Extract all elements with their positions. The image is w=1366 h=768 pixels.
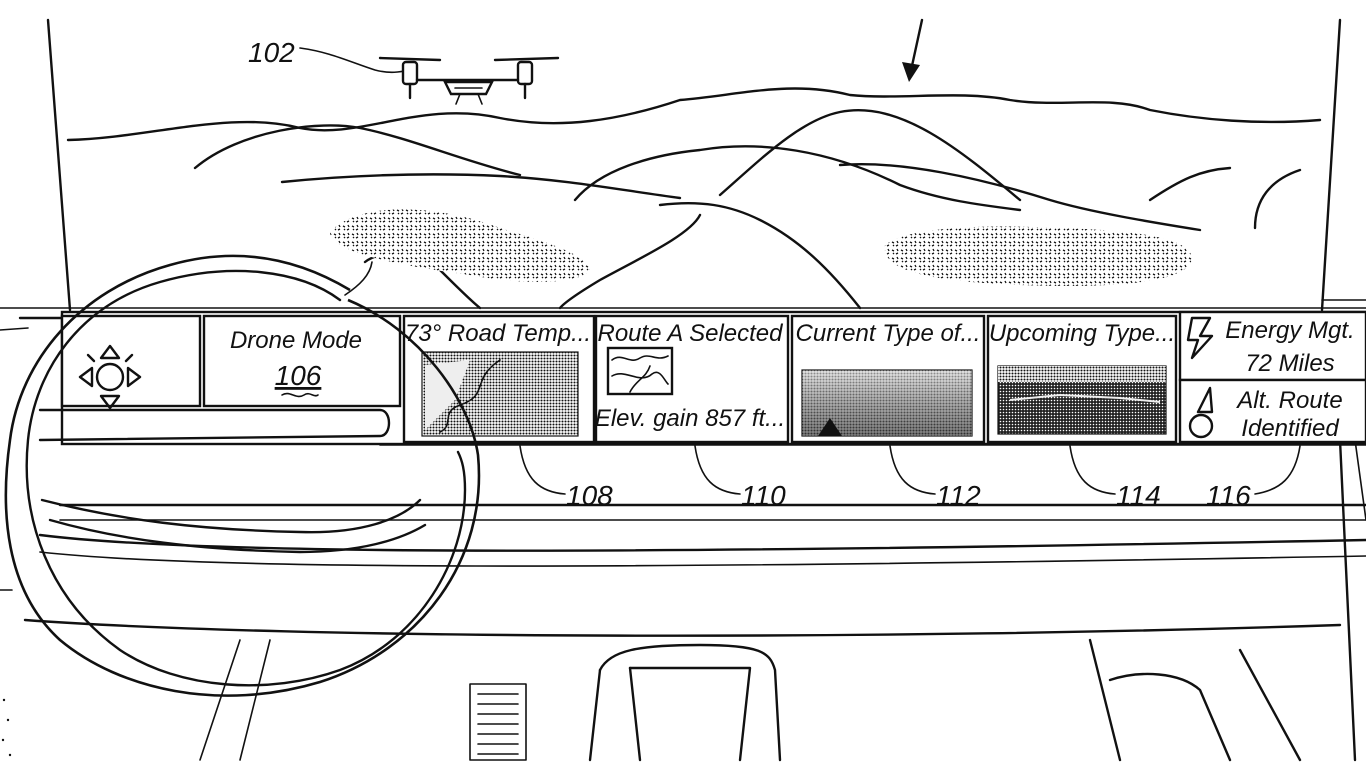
panel-drone-mode[interactable]: Drone Mode 106 xyxy=(202,314,402,408)
panel-energy[interactable]: Energy Mgt. 72 Miles xyxy=(1178,310,1366,382)
lightning-icon xyxy=(1186,316,1214,360)
current-type-label: Current Type of... xyxy=(796,320,981,347)
panel-alt-route[interactable]: Alt. Route Identified xyxy=(1178,378,1366,444)
panel-brightness[interactable] xyxy=(60,314,202,410)
energy-miles: 72 Miles xyxy=(1245,350,1334,377)
elevation-label: Elev. gain 857 ft... xyxy=(595,405,785,432)
dashboard-display: Drone Mode 106 73° Road Temp... Route A … xyxy=(60,310,1366,446)
route-map-icon xyxy=(606,346,674,396)
dashboard-body xyxy=(18,316,1366,762)
energy-title: Energy Mgt. xyxy=(1225,317,1354,344)
reference-labels: 102 108 110 112 114 116 xyxy=(248,37,1301,511)
ref-106: 106 xyxy=(275,360,322,391)
vent-grill xyxy=(469,683,527,761)
drone-mode-label: Drone Mode xyxy=(230,327,362,354)
panel-current-type[interactable]: Current Type of... xyxy=(790,314,986,444)
windshield-frame xyxy=(0,18,1366,312)
ref-116: 116 xyxy=(1206,480,1251,511)
ref-112: 112 xyxy=(936,480,981,511)
alt-route-line2: Identified xyxy=(1241,415,1339,442)
panel-route[interactable]: Route A Selected Elev. gain 857 ft... xyxy=(594,314,790,444)
ref-114: 114 xyxy=(1116,480,1161,511)
ref-108: 108 xyxy=(566,480,613,511)
drone xyxy=(299,47,560,105)
ref-102: 102 xyxy=(248,37,295,68)
alert-icon xyxy=(1188,386,1214,439)
brightness-icon xyxy=(78,344,142,410)
road-temp-label: 73° Road Temp... xyxy=(405,320,591,347)
upcoming-type-label: Upcoming Type... xyxy=(989,320,1175,347)
left-edge-details xyxy=(0,327,29,757)
route-selected-label: Route A Selected xyxy=(597,320,783,347)
alt-route-line1: Alt. Route xyxy=(1235,387,1342,414)
panel-road-temp[interactable]: 73° Road Temp... xyxy=(402,314,596,444)
ref-110: 110 xyxy=(741,480,786,511)
steering-wheel xyxy=(4,254,481,697)
panel-upcoming-type[interactable]: Upcoming Type... xyxy=(986,314,1178,444)
landscape xyxy=(66,87,1322,310)
view-arrow xyxy=(902,18,924,82)
